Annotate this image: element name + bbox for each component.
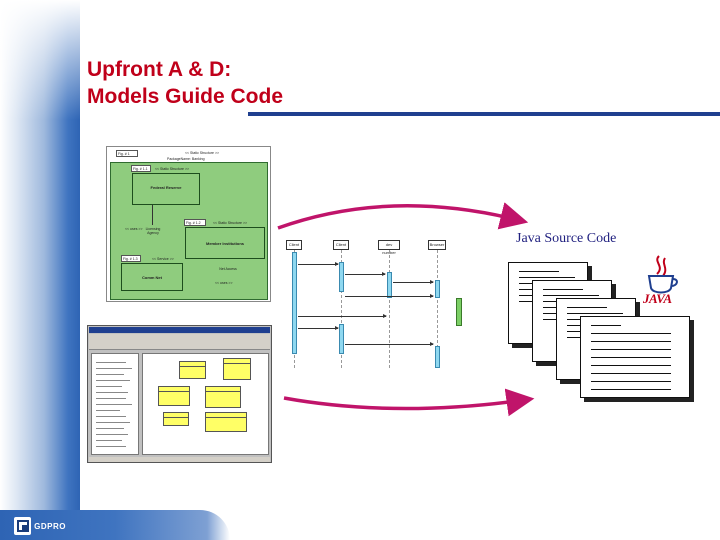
logo-mark-icon (14, 517, 32, 535)
tree-row (96, 380, 130, 381)
fig-label: Fig. # 1 (118, 152, 130, 156)
tree-row (96, 446, 126, 447)
lower-curved-arrow (283, 388, 535, 417)
fig-label: Fig. # 1.3 (123, 257, 138, 261)
lifeline-header: Client (286, 240, 302, 250)
stereotype-label: << Static Structure >> (213, 221, 248, 225)
uses-label: << uses >> (215, 281, 233, 285)
class-box (158, 386, 190, 406)
lifeline (341, 250, 342, 368)
lifeline (389, 250, 390, 368)
company-logo: GDPRO (14, 516, 66, 536)
tool-toolbar (89, 334, 270, 350)
message-arrow (393, 280, 434, 284)
title-line-2: Models Guide Code (87, 85, 284, 108)
message-arrow (345, 342, 434, 346)
stereotype-label: << Static Structure >> (155, 167, 190, 171)
class-box (205, 386, 241, 408)
class-box (205, 412, 247, 432)
lifeline (437, 250, 438, 368)
tree-row (96, 434, 128, 435)
tree-row (96, 422, 130, 423)
title-line-1: Upfront A & D: (87, 58, 232, 81)
tree-row (96, 410, 120, 411)
fig-tab-1-3: Fig. # 1.3 (121, 255, 141, 262)
package-name-label: PackageName: Banking (167, 157, 205, 161)
title-underline-rule (248, 112, 720, 116)
member-institutions-label: Member Institutions (205, 241, 244, 246)
stereotype-label: << Static Structure >> (185, 151, 220, 155)
java-coffee-cup-icon (647, 255, 678, 294)
tool-diagram-canvas (142, 353, 269, 455)
stereotype-label: << Service >> (152, 257, 174, 261)
bottom-blue-strip (0, 510, 230, 540)
left-band-fade (0, 0, 80, 120)
activation-bar (435, 346, 440, 368)
tree-row (96, 392, 128, 393)
tree-row (96, 404, 132, 405)
tool-statusbar (89, 457, 270, 462)
lifeline-header: Client (333, 240, 349, 250)
message-arrow (298, 326, 339, 330)
message-arrow (298, 262, 339, 266)
upper-curved-arrow (277, 202, 529, 230)
state-bar (456, 298, 462, 326)
fig-label: Fig. # 1.2 (186, 221, 201, 225)
uses-label: << uses >> (125, 227, 143, 231)
fig-tab-1-1: Fig. # 1.1 (131, 165, 151, 172)
fig-tab-1-2: Fig. # 1.2 (184, 219, 206, 226)
activation-bar (339, 262, 344, 292)
activation-bar (387, 272, 392, 298)
fig-tab: Fig. # 1 (116, 150, 138, 157)
tree-row (96, 362, 126, 363)
federal-reserve-label: Federal Reserve (150, 185, 182, 190)
flow-arrows (277, 202, 535, 417)
comm-net-package: Comm Net (121, 263, 183, 291)
message-arrow (345, 294, 434, 298)
tree-row (96, 416, 126, 417)
package-diagram-image: Fig. # 1 << Static Structure >> PackageN… (106, 146, 271, 302)
slide-title: Upfront A & D: Models Guide Code (87, 56, 487, 110)
activation-bar (339, 324, 344, 354)
federal-reserve-package: Federal Reserve (132, 173, 200, 205)
sequence-diagram-image: Client Client dev number Browser (283, 236, 473, 371)
licensing-label: Licensing Agency (145, 227, 161, 235)
activation-bar (292, 252, 297, 354)
tree-row (96, 368, 132, 369)
net-access-label: Net Access (219, 267, 237, 271)
member-institutions-package: Member Institutions (185, 227, 265, 259)
tree-row (96, 440, 122, 441)
class-box (179, 361, 206, 379)
logo-text: GDPRO (34, 521, 66, 531)
tree-row (96, 374, 124, 375)
fig-label: Fig. # 1.1 (133, 167, 148, 171)
comm-net-label: Comm Net (141, 275, 162, 280)
dependency-line (152, 205, 153, 225)
lifeline-header: Browser (428, 240, 446, 250)
tree-row (96, 428, 124, 429)
uml-tool-screenshot (87, 325, 272, 463)
class-box (163, 412, 189, 426)
activation-bar (435, 280, 440, 298)
message-arrow (345, 272, 386, 276)
java-source-code-label: Java Source Code (516, 231, 617, 246)
tool-tree-pane (91, 353, 139, 455)
tree-row (96, 386, 122, 387)
message-arrow (298, 314, 387, 318)
source-code-page-front (580, 316, 690, 398)
java-logo-word: JAVA (643, 291, 672, 306)
class-box (223, 358, 251, 380)
tree-row (96, 398, 126, 399)
tool-titlebar (89, 327, 270, 333)
